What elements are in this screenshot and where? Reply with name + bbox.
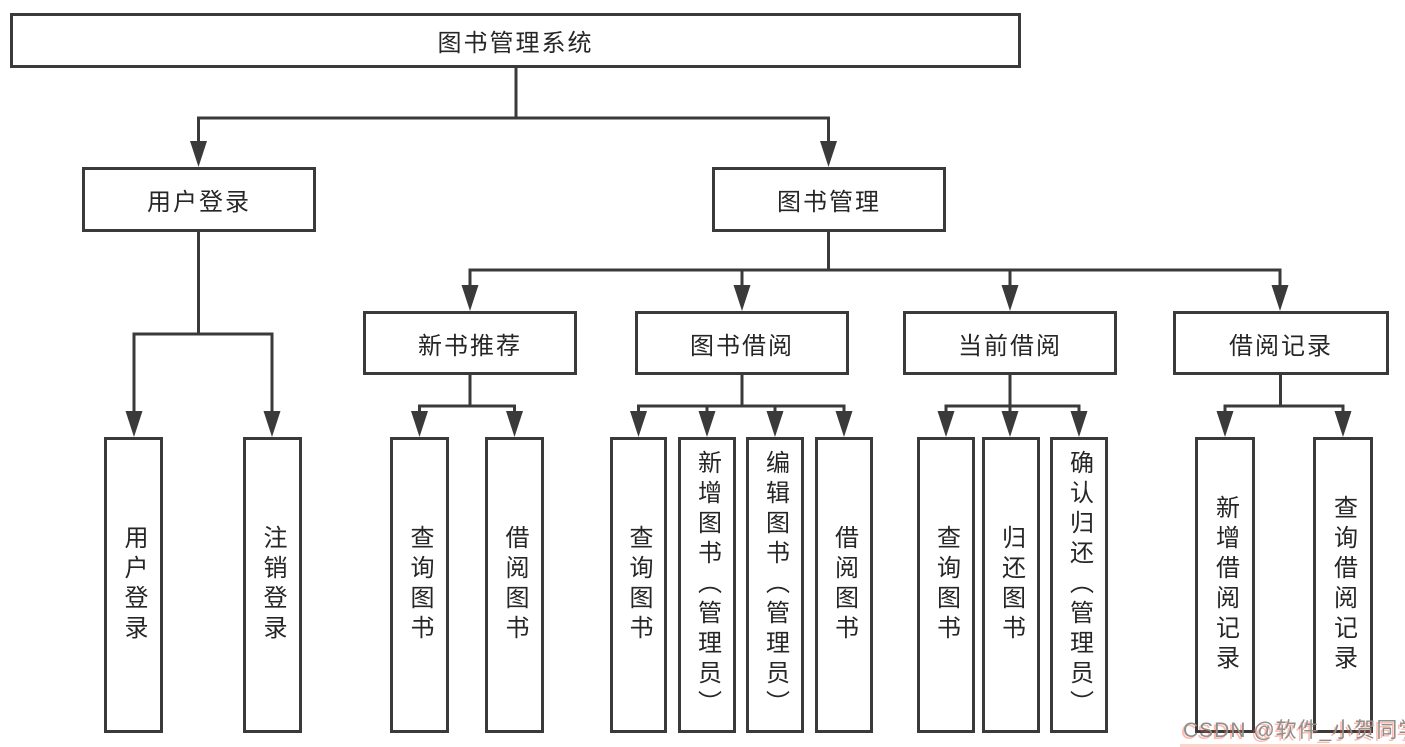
node-current-borrow: 当前借阅 [903, 311, 1117, 375]
node-logout-leaf: 注销登录 [243, 437, 302, 733]
node-book-borrow: 图书借阅 [635, 311, 849, 375]
connector-book-borrow-branch [637, 375, 846, 415]
arrowheads [125, 141, 1352, 437]
node-query-borrow-record: 查询借阅记录 [1313, 437, 1373, 733]
node-label: 图书管理系统 [437, 30, 594, 57]
node-query-book-recommend: 查询图书 [390, 437, 449, 733]
node-user-login-branch: 用户登录 [82, 167, 316, 232]
node-return-book: 归还图书 [982, 437, 1040, 733]
node-label: 归还图书 [997, 525, 1025, 645]
node-borrow-book-leaf: 借阅图书 [815, 437, 873, 733]
csdn-watermark: CSDN @软件_小贺同学 [1183, 719, 1405, 742]
node-label: 借阅图书 [501, 525, 528, 645]
node-add-borrow-record: 新增借阅记录 [1195, 437, 1255, 733]
connector-root-to-level2 [197, 68, 830, 146]
node-label: 图书管理 [777, 189, 881, 216]
node-label: 图书借阅 [690, 332, 794, 360]
node-borrow-book-recommend: 借阅图书 [485, 437, 544, 733]
node-label: 确认归还（管理员） [1065, 450, 1093, 720]
node-label: 编辑图书（管理员） [761, 450, 789, 720]
node-label: 注销登录 [259, 525, 286, 645]
node-root-system: 图书管理系统 [10, 13, 1021, 68]
node-label: 新增借阅记录 [1211, 495, 1239, 675]
node-label: 当前借阅 [958, 332, 1062, 360]
connector-borrow-record-branch [1223, 375, 1345, 415]
node-label: 新书推荐 [418, 332, 522, 360]
node-add-book-admin: 新增图书（管理员） [678, 437, 736, 733]
node-label: 查询借阅记录 [1329, 495, 1357, 675]
connector-book-mgmt-branch [468, 232, 1282, 287]
node-query-book-current: 查询图书 [917, 437, 975, 733]
node-label: 用户登录 [147, 189, 251, 216]
connector-current-borrow-branch [944, 375, 1081, 415]
connector-user-login-branch [132, 232, 274, 415]
node-confirm-return-admin: 确认归还（管理员） [1050, 437, 1108, 733]
node-label: 查询图书 [932, 525, 960, 645]
node-label: 查询图书 [406, 525, 433, 645]
node-new-book-recommend: 新书推荐 [363, 311, 577, 375]
node-query-book-borrow: 查询图书 [610, 437, 667, 733]
node-label: 借阅记录 [1229, 332, 1333, 360]
node-label: 用户登录 [120, 525, 147, 645]
node-label: 查询图书 [625, 525, 652, 645]
node-label: 借阅图书 [830, 525, 858, 645]
node-label: 新增图书（管理员） [693, 450, 721, 720]
watermark-accent-strip [1180, 744, 1405, 747]
node-user-login-leaf: 用户登录 [104, 437, 163, 733]
node-borrow-records: 借阅记录 [1173, 311, 1389, 375]
node-book-management-branch: 图书管理 [712, 167, 946, 232]
node-edit-book-admin: 编辑图书（管理员） [746, 437, 804, 733]
connector-new-book-branch [418, 375, 516, 415]
